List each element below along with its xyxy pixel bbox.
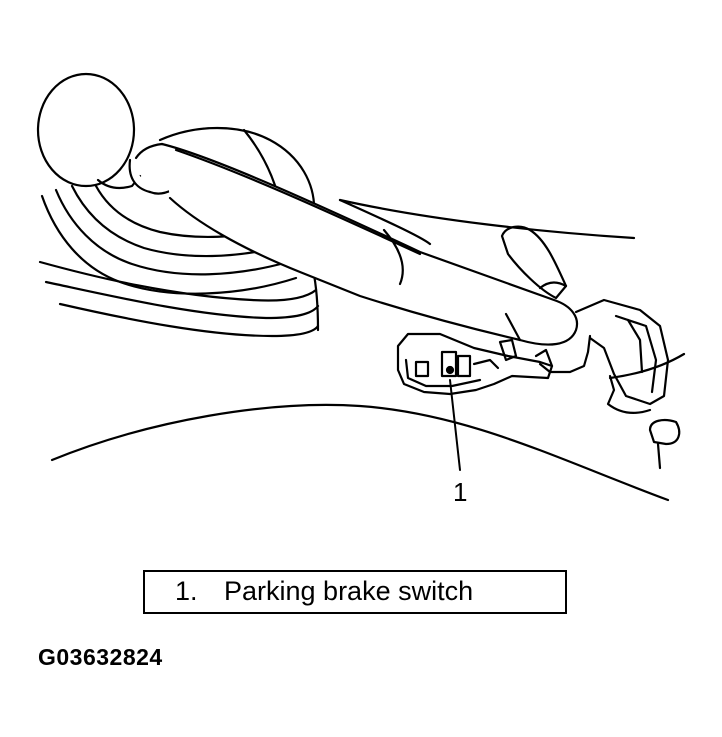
legend-box	[143, 570, 567, 614]
console-top-edge	[340, 200, 634, 238]
shifter-boot	[40, 128, 318, 336]
callout-number: 1	[453, 477, 468, 507]
console-clip	[650, 420, 679, 468]
figure-id: G03632824	[38, 644, 163, 670]
console-contour	[52, 405, 668, 500]
legend-item-label: Parking brake switch	[224, 576, 474, 606]
lever-bracket	[540, 300, 668, 413]
callout-leader-line	[450, 380, 460, 470]
shift-knob-collar	[98, 176, 140, 188]
parking-brake-switch	[398, 334, 552, 394]
brake-lever	[130, 144, 577, 345]
shift-knob	[38, 74, 134, 186]
legend-item-number: 1.	[175, 576, 198, 606]
console-side-edge	[610, 354, 684, 378]
